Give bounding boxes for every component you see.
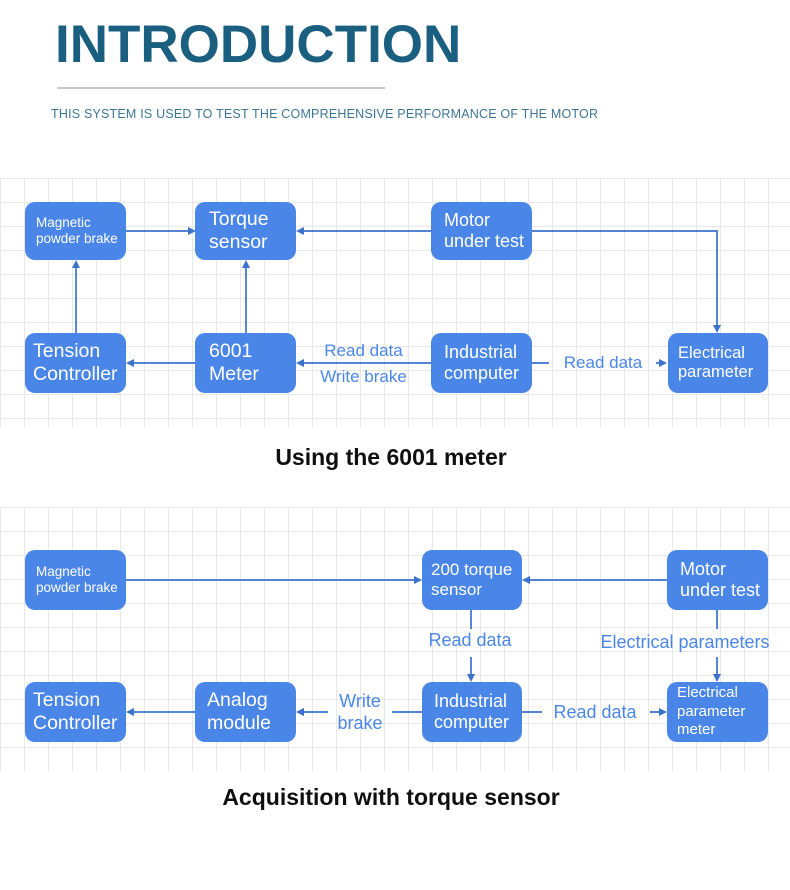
diagram2-caption: Acquisition with torque sensor [222,784,560,810]
box-tension-controller-2: Tension Controller [25,682,126,742]
box-electrical-parameter: Electrical parameter [668,333,768,393]
label-write-brake-2-line2: brake [337,713,383,733]
box-200-torque-sensor: 200 torque sensor [422,550,522,610]
label-electrical-parameters: Electrical parameters [600,632,770,652]
label-read-data-parameter: Read data [563,353,643,372]
label-read-data-meter: Read data [324,341,403,360]
box-motor-under-test-1: Motor under test [431,202,532,260]
box-magnetic-powder-brake-1: Magnetic powder brake [25,202,126,260]
box-magnetic-powder-brake-2: Magnetic powder brake [25,550,126,610]
box-tension-controller-1: Tension Controller [25,333,126,393]
box-electrical-parameter-meter: Electrical parameter meter [667,682,768,742]
diagram2-grid-background [0,507,790,771]
title-underline [57,87,385,89]
box-torque-sensor: Torque sensor [195,202,296,260]
box-motor-under-test-2: Motor under test [667,550,768,610]
box-6001-meter: 6001 Meter [195,333,296,393]
page-title: INTRODUCTION [55,15,462,74]
label-write-brake-2-line1: Write [339,691,381,711]
box-industrial-computer-2: Industrial computer [422,682,522,742]
page-subtitle: THIS SYSTEM IS USED TO TEST THE COMPREHE… [51,107,599,121]
diagram1-caption: Using the 6001 meter [275,444,507,470]
label-read-data-sensor: Read data [428,630,512,650]
box-industrial-computer-1: Industrial computer [431,333,532,393]
box-analog-module: Analog module [195,682,296,742]
label-write-brake-1: Write brake [320,367,407,386]
label-read-data-meter-2: Read data [553,702,637,722]
